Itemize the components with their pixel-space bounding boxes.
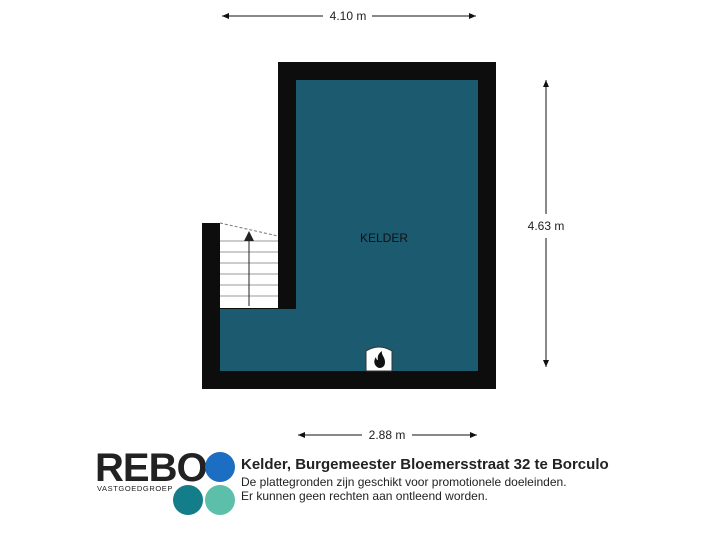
rebo-logo-subtitle: VASTGOEDGROEP	[97, 484, 174, 493]
bottom-dimension: 2.88 m	[298, 428, 477, 442]
kelder-room	[220, 80, 478, 371]
right-dimension-label: 4.63 m	[528, 219, 565, 233]
logo-dot-teal	[173, 485, 203, 515]
footer: REBO VASTGOEDGROEP Kelder, Burgemeester …	[95, 446, 715, 520]
caption-line-1: De plattegronden zijn geschikt voor prom…	[241, 475, 567, 489]
logo-dot-mint	[205, 485, 235, 515]
caption-title: Kelder, Burgemeester Bloemersstraat 32 t…	[241, 456, 609, 473]
flame-icon	[374, 351, 385, 368]
bottom-dimension-label: 2.88 m	[369, 428, 406, 442]
logo-dot-blue	[205, 452, 235, 482]
stair-direction-arrow-icon	[244, 231, 254, 241]
room-label-kelder: KELDER	[360, 231, 408, 245]
boiler	[365, 346, 393, 372]
top-dimension: 4.10 m	[222, 9, 476, 23]
top-dimension-label: 4.10 m	[330, 9, 367, 23]
staircase	[219, 222, 279, 308]
right-dimension: 4.63 m	[528, 80, 565, 367]
rebo-logo-text: REBO	[95, 446, 208, 490]
floor-plan: 4.10 m 4.63 m 2.88 m KELDER	[202, 9, 565, 442]
caption-line-2: Er kunnen geen rechten aan ontleend word…	[241, 489, 488, 503]
